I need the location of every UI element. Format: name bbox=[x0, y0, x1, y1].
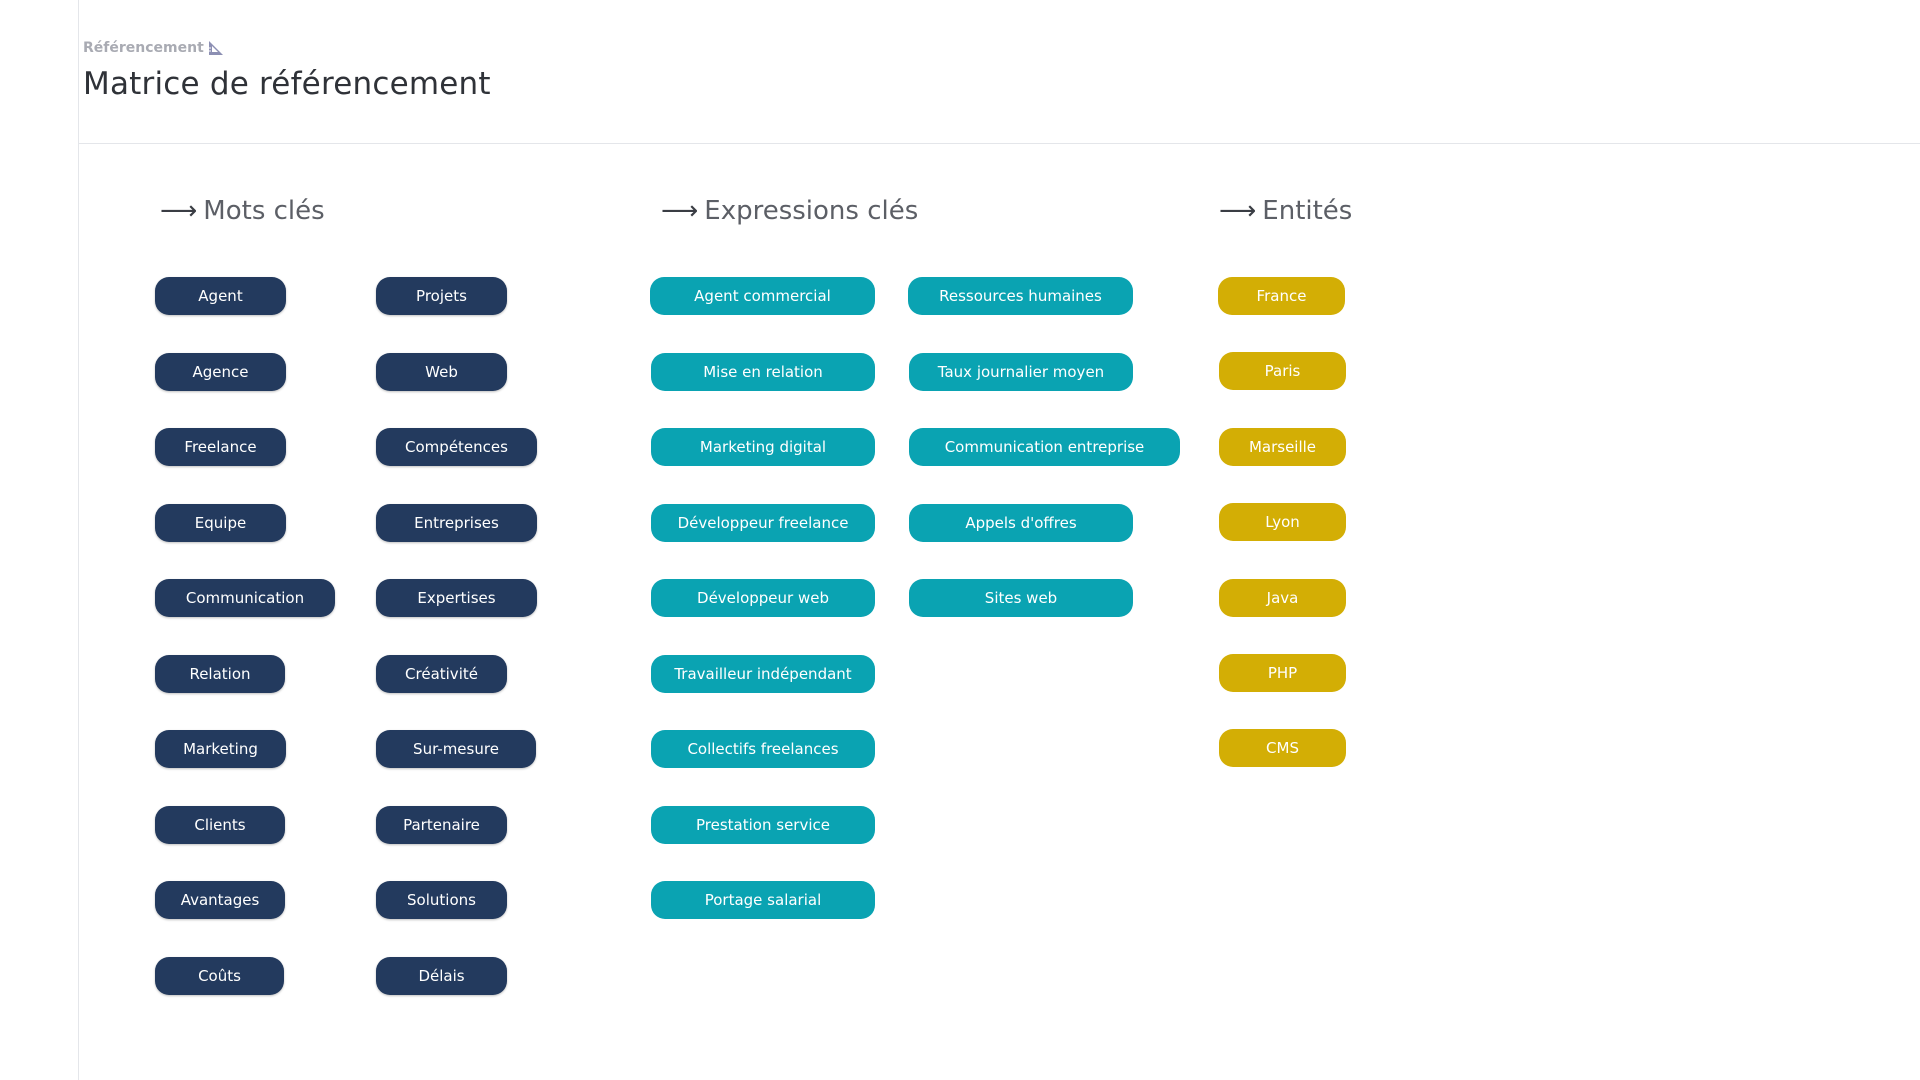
keyword-tag[interactable]: Relation bbox=[155, 655, 285, 693]
left-sidebar bbox=[0, 0, 79, 1080]
expression-tag[interactable]: Développeur web bbox=[651, 579, 875, 617]
keyword-tag[interactable]: Web bbox=[376, 353, 507, 391]
keyword-tag[interactable]: Compétences bbox=[376, 428, 537, 466]
expression-tag[interactable]: Marketing digital bbox=[651, 428, 875, 466]
section-title-entities-label: Entités bbox=[1262, 196, 1353, 226]
expression-tag[interactable]: Travailleur indépendant bbox=[651, 655, 875, 693]
arrow-right-icon: ⟶ bbox=[661, 196, 699, 226]
expression-tag[interactable]: Développeur freelance bbox=[651, 504, 875, 542]
keyword-tag[interactable]: Créativité bbox=[376, 655, 507, 693]
page-title: Matrice de référencement bbox=[83, 66, 491, 102]
keyword-tag[interactable]: Communication bbox=[155, 579, 335, 617]
section-title-expressions-label: Expressions clés bbox=[704, 196, 919, 226]
expression-tag[interactable]: Mise en relation bbox=[651, 353, 875, 391]
expression-tag[interactable]: Ressources humaines bbox=[908, 277, 1133, 315]
expression-tag[interactable]: Collectifs freelances bbox=[651, 730, 875, 768]
section-title-entities: ⟶ Entités bbox=[1219, 196, 1352, 226]
expression-tag[interactable]: Sites web bbox=[909, 579, 1133, 617]
expression-tag[interactable]: Appels d'offres bbox=[909, 504, 1133, 542]
keyword-tag[interactable]: Equipe bbox=[155, 504, 286, 542]
keyword-tag[interactable]: Expertises bbox=[376, 579, 537, 617]
keyword-tag[interactable]: Agence bbox=[155, 353, 286, 391]
entity-tag[interactable]: Java bbox=[1219, 579, 1346, 617]
entity-tag[interactable]: France bbox=[1218, 277, 1345, 315]
expression-tag[interactable]: Portage salarial bbox=[651, 881, 875, 919]
keyword-tag[interactable]: Solutions bbox=[376, 881, 507, 919]
section-title-keywords-label: Mots clés bbox=[203, 196, 325, 226]
arrow-right-icon: ⟶ bbox=[1219, 196, 1257, 226]
entity-tag[interactable]: Paris bbox=[1219, 352, 1346, 390]
breadcrumb[interactable]: Référencement bbox=[83, 39, 225, 57]
expression-tag[interactable]: Agent commercial bbox=[650, 277, 875, 315]
keyword-tag[interactable]: Marketing bbox=[155, 730, 286, 768]
keyword-tag[interactable]: Clients bbox=[155, 806, 285, 844]
keyword-tag[interactable]: Entreprises bbox=[376, 504, 537, 542]
arrow-right-icon: ⟶ bbox=[160, 196, 198, 226]
keyword-tag[interactable]: Projets bbox=[376, 277, 507, 315]
keyword-tag[interactable]: Sur-mesure bbox=[376, 730, 536, 768]
entity-tag[interactable]: CMS bbox=[1219, 729, 1346, 767]
entity-tag[interactable]: Lyon bbox=[1219, 503, 1346, 541]
expression-tag[interactable]: Prestation service bbox=[651, 806, 875, 844]
expression-tag[interactable]: Taux journalier moyen bbox=[909, 353, 1133, 391]
entity-tag[interactable]: PHP bbox=[1219, 654, 1346, 692]
keyword-tag[interactable]: Coûts bbox=[155, 957, 284, 995]
page-header bbox=[79, 0, 1920, 144]
keyword-tag[interactable]: Avantages bbox=[155, 881, 285, 919]
entity-tag[interactable]: Marseille bbox=[1219, 428, 1346, 466]
keyword-tag[interactable]: Délais bbox=[376, 957, 507, 995]
breadcrumb-label[interactable]: Référencement bbox=[83, 40, 204, 56]
expression-tag[interactable]: Communication entreprise bbox=[909, 428, 1180, 466]
section-title-expressions: ⟶ Expressions clés bbox=[661, 196, 918, 226]
section-title-keywords: ⟶ Mots clés bbox=[160, 196, 325, 226]
keyword-tag[interactable]: Freelance bbox=[155, 428, 286, 466]
keyword-tag[interactable]: Partenaire bbox=[376, 806, 507, 844]
triangular-ruler-icon bbox=[208, 41, 223, 55]
keyword-tag[interactable]: Agent bbox=[155, 277, 286, 315]
